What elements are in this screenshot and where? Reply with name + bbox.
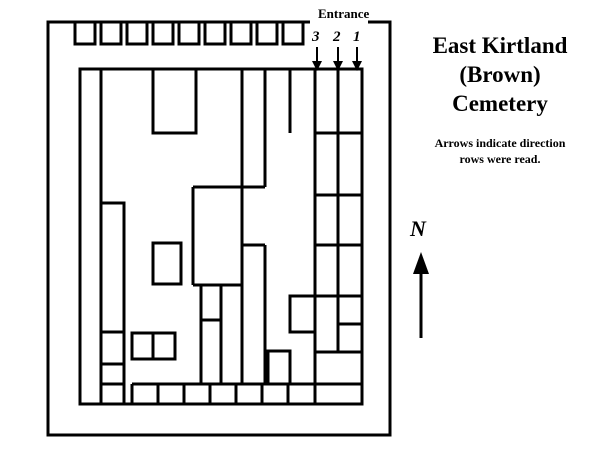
top-plot-row <box>73 20 305 46</box>
row-arrows <box>316 47 358 63</box>
arrow-head-row-1 <box>352 61 362 71</box>
entrance-label: Entrance <box>318 6 370 21</box>
main-plot-area <box>78 67 364 406</box>
row-number-2: 2 <box>333 29 341 45</box>
title-line-3: Cemetery <box>452 91 548 116</box>
title-line-1: East Kirtland <box>432 33 568 58</box>
north-arrow-head <box>413 252 429 274</box>
arrow-head-row-3 <box>312 61 322 71</box>
row-number-1: 1 <box>353 29 361 45</box>
arrow-head-row-2 <box>333 61 343 71</box>
note-line-2: rows were read. <box>459 152 541 166</box>
note-line-1: Arrows indicate direction <box>434 136 566 150</box>
north-label: N <box>410 216 426 241</box>
row-number-3: 3 <box>312 29 320 45</box>
title-line-2: (Brown) <box>459 62 541 87</box>
